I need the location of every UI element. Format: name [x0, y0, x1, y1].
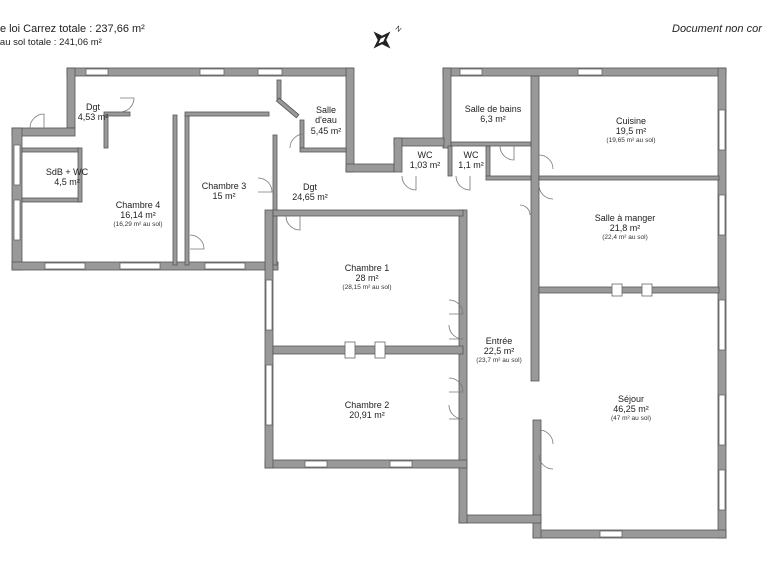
- carrez-total-text: cie loi Carrez totale : 237,66 m²: [0, 23, 145, 35]
- floor-total-text: e au sol totale : 241,06 m²: [0, 37, 102, 48]
- room-area: 19,5 m²: [615, 126, 647, 137]
- room-salle-eau: Salle d'eau 5,45 m²: [311, 105, 342, 136]
- room-chambre-2: Chambre 2 20,91 m²: [345, 400, 390, 421]
- room-chambre-1: Chambre 1 28 m² (28,15 m² au sol): [342, 263, 391, 291]
- compass-icon: N: [373, 25, 402, 49]
- room-entree: Entrée 22,5 m² (23,7 m² au sol): [476, 336, 522, 364]
- room-area: 4,5 m²: [54, 177, 80, 188]
- room-area: 20,91 m²: [349, 410, 385, 421]
- room-name: Cuisine: [615, 116, 647, 126]
- room-salle-bains: Salle de bains 6,3 m²: [465, 104, 522, 125]
- room-name: WC: [417, 150, 433, 160]
- room-floor-area: (47 m² au sol): [610, 414, 652, 422]
- room-name: Chambre 2: [344, 400, 390, 410]
- room-dgt-main: Dgt 24,65 m²: [292, 182, 328, 203]
- room-wc-2: WC 1,1 m²: [458, 150, 484, 171]
- room-floor-area: (16,29 m² au sol): [113, 220, 163, 228]
- room-floor-area: (19,65 m² au sol): [606, 136, 656, 144]
- room-salle-manger: Salle à manger 21,8 m² (22,4 m² au sol): [595, 213, 656, 241]
- room-sejour: Séjour 46,25 m² (47 m² au sol): [611, 394, 651, 422]
- room-name: Chambre 4: [115, 200, 161, 210]
- room-area: 16,14 m²: [120, 210, 156, 221]
- room-name: Dgt: [302, 182, 317, 192]
- room-area: 21,8 m²: [609, 223, 641, 234]
- room-chambre-4: Chambre 4 16,14 m² (16,29 m² au sol): [113, 200, 162, 228]
- room-area: 1,03 m²: [409, 160, 441, 171]
- room-name: Chambre 3: [201, 181, 247, 191]
- room-floor-area: (22,4 m² au sol): [602, 233, 648, 241]
- room-area: 1,1 m²: [458, 160, 484, 171]
- room-name: Salle d'eau: [315, 105, 337, 126]
- windows: [13, 68, 726, 538]
- room-name: Entrée: [485, 336, 513, 346]
- room-area: 46,25 m²: [613, 404, 649, 415]
- room-area: 28 m²: [355, 273, 379, 284]
- room-area: 15 m²: [212, 191, 236, 202]
- room-sdb-wc: SdB + WC 4,5 m²: [46, 167, 88, 188]
- room-name: Salle de bains: [464, 104, 522, 114]
- room-dgt-small: Dgt 4,53 m²: [78, 102, 109, 123]
- room-area: 4,53 m²: [77, 112, 109, 123]
- room-name: Chambre 1: [344, 263, 390, 273]
- room-chambre-3: Chambre 3 15 m²: [202, 181, 247, 202]
- room-name: WC: [463, 150, 479, 160]
- room-area: 6,3 m²: [480, 114, 506, 125]
- disclaimer-text: Document non cor: [672, 23, 762, 35]
- room-wc-1: WC 1,03 m²: [410, 150, 441, 171]
- room-area: 22,5 m²: [483, 346, 515, 357]
- room-floor-area: (23,7 m² au sol): [476, 356, 522, 364]
- room-name: Salle à manger: [594, 213, 656, 223]
- room-name: Dgt: [85, 102, 101, 112]
- room-name: SdB + WC: [45, 167, 89, 177]
- compass-north-letter: N: [394, 25, 402, 34]
- doors: [29, 97, 554, 470]
- room-cuisine: Cuisine 19,5 m² (19,65 m² au sol): [606, 116, 655, 144]
- room-area: 5,45 m²: [310, 125, 342, 136]
- room-area: 24,65 m²: [292, 192, 328, 203]
- room-floor-area: (28,15 m² au sol): [342, 283, 392, 291]
- room-name: Séjour: [617, 394, 645, 404]
